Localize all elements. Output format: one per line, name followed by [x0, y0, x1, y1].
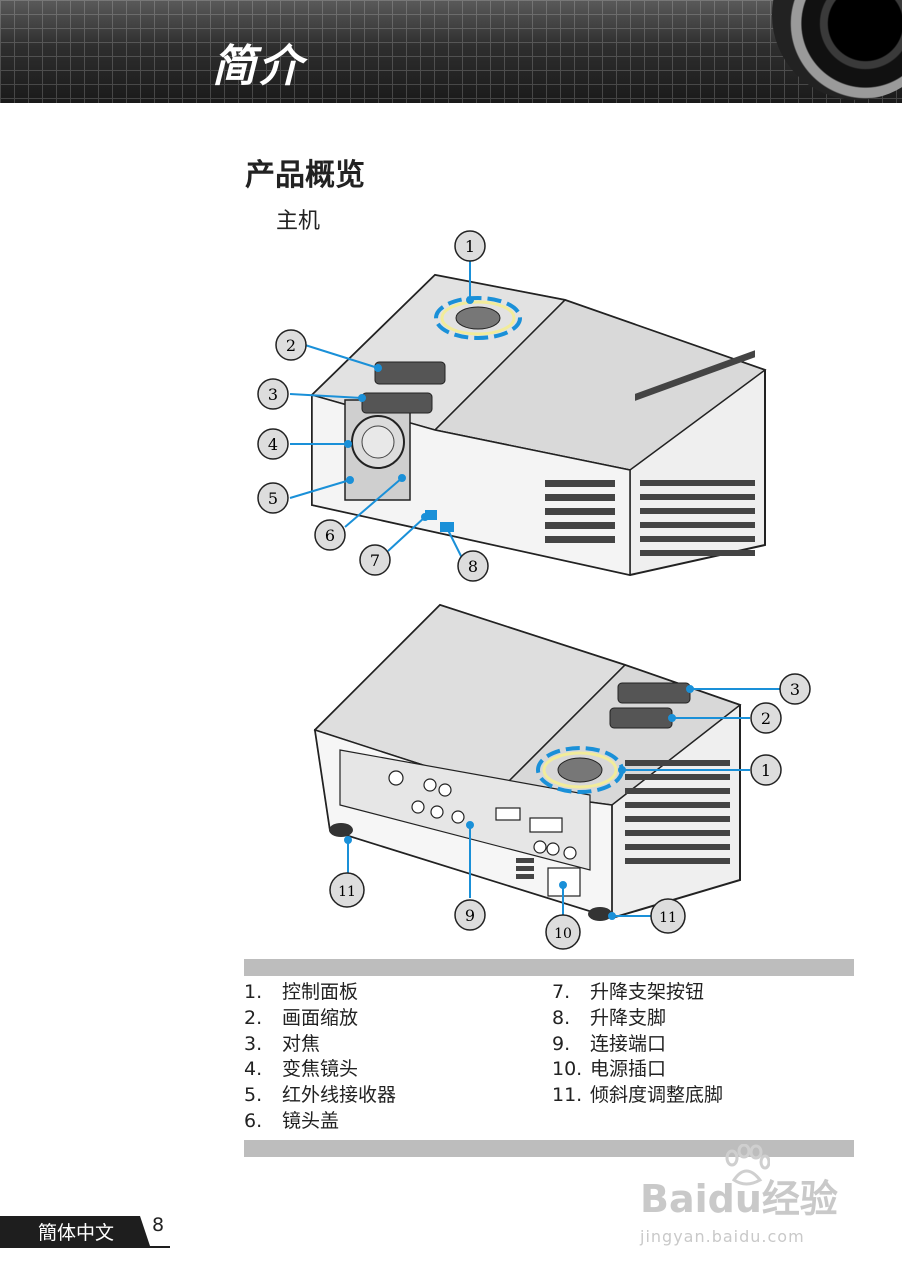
callout-3-rear: 3: [779, 673, 811, 705]
leader-lines-rear: [344, 685, 780, 920]
callout-9-rear: 9: [454, 899, 486, 931]
svg-text:10: 10: [554, 926, 572, 942]
watermark-logo: Baidu经验: [640, 1177, 838, 1221]
callout-11-right-rear: 11: [650, 898, 686, 934]
footer-language-tab: [0, 1216, 150, 1246]
svg-text:5: 5: [268, 489, 278, 508]
svg-text:4: 4: [268, 435, 278, 454]
callouts-top: 1 2 3 4 5 6 7 8: [257, 230, 489, 582]
leader-lines-top: [289, 261, 474, 559]
page-number: 8: [152, 1214, 165, 1236]
callout-10-rear: 10: [545, 914, 581, 950]
list-item: 5.红外线接收器: [244, 1084, 397, 1107]
svg-text:2: 2: [761, 709, 771, 728]
watermark-url: jingyan.baidu.com: [640, 1227, 805, 1246]
list-item: 3.对焦: [244, 1032, 321, 1055]
svg-text:1: 1: [761, 761, 771, 780]
callout-3-top: 3: [257, 378, 289, 410]
paw-icon: [725, 1144, 770, 1186]
callout-8-top: 8: [457, 550, 489, 582]
footer-language: 簡体中文: [38, 1222, 115, 1244]
footer-rule: [0, 1246, 170, 1248]
chapter-title: 简介: [212, 41, 304, 92]
callout-4-top: 4: [257, 428, 289, 460]
list-item: 7.升降支架按钮: [552, 981, 705, 1003]
callout-7-top: 7: [359, 544, 391, 576]
svg-text:3: 3: [790, 680, 800, 699]
projector-rear-view: [313, 603, 742, 921]
list-item: 6.镜头盖: [244, 1109, 340, 1132]
list-item: 11.倾斜度调整底脚: [552, 1084, 724, 1107]
page-header: 简介: [0, 0, 902, 103]
svg-text:11: 11: [338, 884, 356, 900]
svg-text:6: 6: [325, 526, 335, 545]
list-top-bar: [244, 959, 854, 976]
svg-text:9: 9: [465, 906, 475, 925]
callout-1-rear: 1: [750, 754, 782, 786]
parts-list-left: 1.控制面板 2.画面缩放 3.对焦 4.变焦镜头 5.红外线接收器 6.镜头盖: [244, 980, 396, 1135]
list-item: 8.升降支脚: [552, 1006, 667, 1029]
section-title: 产品概览: [245, 158, 365, 193]
list-bottom-bar: [244, 1140, 854, 1157]
subsection-title: 主机: [276, 209, 321, 234]
callout-2-rear: 2: [750, 702, 782, 734]
callout-1-top: 1: [454, 230, 486, 262]
callout-6-top: 6: [314, 519, 346, 551]
projector-diagram: 1 2 3 4 5 6 7 8 3 2 1 11 9 10 11: [257, 230, 811, 950]
list-item: 10.电源插口: [552, 1058, 667, 1081]
svg-text:8: 8: [468, 557, 478, 576]
list-item: 2.画面缩放: [244, 1006, 359, 1029]
svg-text:11: 11: [659, 910, 677, 926]
list-item: 1.控制面板: [244, 981, 359, 1003]
callout-2-top: 2: [275, 329, 307, 361]
callout-11-left-rear: 11: [329, 872, 365, 908]
svg-text:1: 1: [465, 237, 475, 256]
list-item: 4.变焦镜头: [244, 1058, 359, 1081]
parts-list-right: 7.升降支架按钮 8.升降支脚 9.连接端口 10.电源插口 11.倾斜度调整底…: [552, 980, 723, 1109]
svg-text:3: 3: [268, 385, 278, 404]
svg-text:2: 2: [286, 336, 296, 355]
baidu-watermark: Baidu经验 jingyan.baidu.com: [640, 1144, 850, 1250]
header-grid-pattern: [0, 0, 902, 103]
callouts-rear: 3 2 1 11 9 10 11: [329, 673, 811, 950]
svg-text:7: 7: [370, 551, 380, 570]
callout-5-top: 5: [257, 482, 289, 514]
list-item: 9.连接端口: [552, 1032, 667, 1055]
projector-front-view: [310, 273, 767, 577]
